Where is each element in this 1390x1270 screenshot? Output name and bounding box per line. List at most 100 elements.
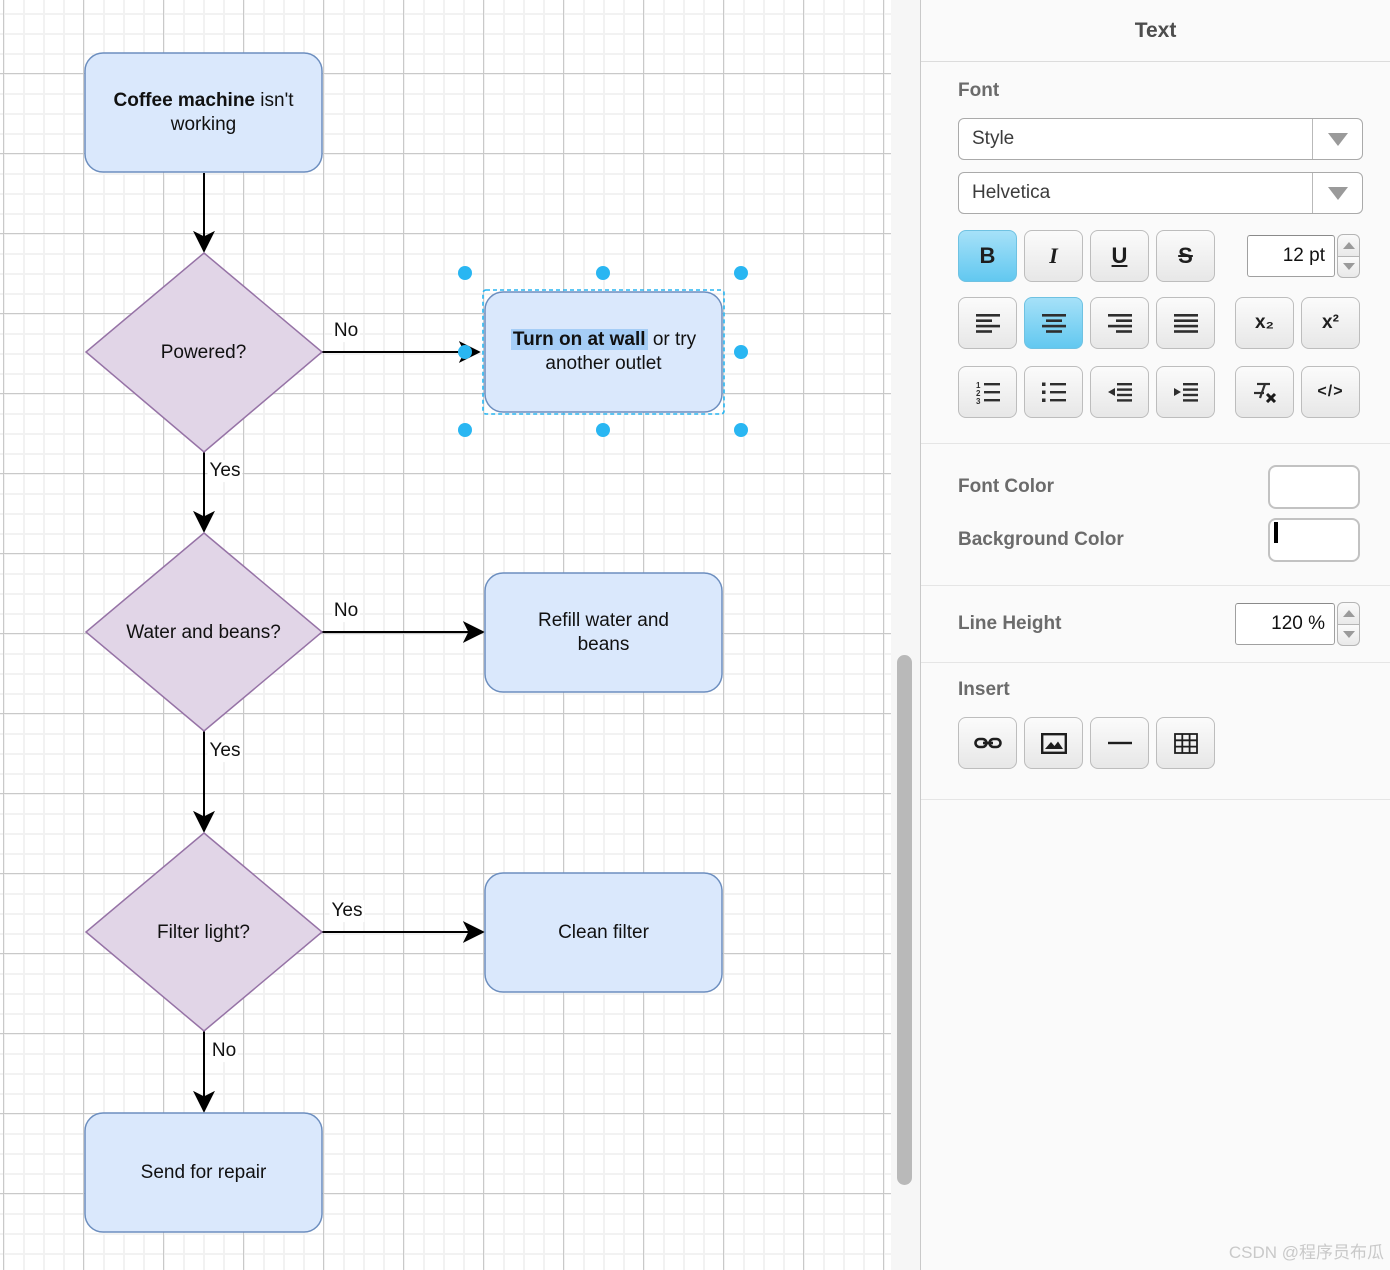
line-height-label: Line Height (958, 613, 1062, 634)
node-refill-shape[interactable] (484, 572, 723, 693)
superscript-button[interactable]: x² (1301, 297, 1360, 349)
node-repair-shape[interactable] (84, 1112, 323, 1233)
outdent-icon (1107, 383, 1132, 402)
strikethrough-button[interactable]: S (1156, 230, 1215, 282)
handle-n[interactable] (596, 266, 610, 280)
background-color-label: Background Color (958, 529, 1124, 550)
edge-label-powered-yes[interactable]: Yes (207, 460, 243, 482)
indent-icon (1173, 383, 1198, 402)
chevron-down-icon (1327, 132, 1348, 146)
clear-formatting-button[interactable] (1235, 366, 1294, 418)
underline-button[interactable]: U (1090, 230, 1149, 282)
bullet-list-button[interactable] (1024, 366, 1083, 418)
flowchart-graphics (84, 52, 748, 1233)
vertical-scrollbar-thumb[interactable] (897, 655, 912, 1185)
svg-text:3: 3 (976, 397, 981, 404)
bullet-list-icon (1041, 382, 1066, 402)
numbered-list-icon: 123 (976, 381, 1000, 404)
font-family-dropdown[interactable]: Helvetica (958, 172, 1363, 214)
edge-label-filter-yes[interactable]: Yes (329, 900, 365, 922)
align-justify-icon (1173, 314, 1198, 333)
tab-text[interactable]: Text (921, 0, 1390, 62)
font-size-stepper (1337, 234, 1360, 278)
node-filter-label[interactable]: Filter light? (157, 921, 250, 943)
align-center-button[interactable] (1024, 297, 1083, 349)
arrow-up-icon (1342, 241, 1355, 249)
node-powered-label[interactable]: Powered? (160, 341, 247, 363)
node-clean-filter-shape[interactable] (484, 872, 723, 993)
handle-s[interactable] (596, 423, 610, 437)
background-color-swatch[interactable] (1268, 518, 1360, 562)
handle-e[interactable] (734, 345, 748, 359)
align-left-button[interactable] (958, 297, 1017, 349)
italic-button[interactable]: I (1024, 230, 1083, 282)
selection-handles (458, 266, 748, 437)
align-left-icon (975, 314, 1000, 333)
node-start-label[interactable]: Coffee machine isn't working (113, 89, 294, 135)
font-size-increase-button[interactable] (1337, 234, 1360, 257)
node-clean-filter-label[interactable]: Clean filter (558, 921, 649, 943)
align-right-icon (1107, 314, 1132, 333)
edge-label-water-yes[interactable]: Yes (207, 740, 243, 762)
subscript-button[interactable]: x₂ (1235, 297, 1294, 349)
edge-label-powered-no[interactable]: No (331, 320, 361, 342)
chevron-down-icon (1327, 186, 1348, 200)
handle-w[interactable] (458, 345, 472, 359)
handle-sw[interactable] (458, 423, 472, 437)
align-right-button[interactable] (1090, 297, 1149, 349)
font-size-decrease-button[interactable] (1337, 256, 1360, 278)
align-justify-button[interactable] (1156, 297, 1215, 349)
node-filter-shape[interactable] (84, 832, 324, 1032)
font-color-swatch[interactable] (1268, 465, 1360, 509)
clear-formatting-icon (1253, 382, 1276, 403)
color-section: Font Color Background Color (921, 444, 1390, 586)
table-icon (1173, 732, 1198, 754)
node-water-label[interactable]: Water and beans? (126, 621, 281, 643)
handle-nw[interactable] (458, 266, 472, 280)
node-water-shape[interactable] (84, 532, 324, 732)
insert-table-button[interactable] (1156, 717, 1215, 769)
font-color-label: Font Color (958, 476, 1055, 497)
indent-button[interactable] (1156, 366, 1215, 418)
handle-se[interactable] (734, 423, 748, 437)
vertical-scrollbar-track[interactable] (891, 0, 920, 1270)
line-height-decrease-button[interactable] (1337, 624, 1360, 646)
insert-horizontal-rule-button[interactable] (1090, 717, 1149, 769)
font-section: Font Style Helvetica B I U S 12 pt (921, 62, 1390, 444)
node-refill-label[interactable]: Refill water and beans (538, 609, 669, 655)
line-height-stepper (1337, 602, 1360, 646)
arrow-down-icon (1342, 263, 1355, 271)
edge-label-water-no[interactable]: No (331, 600, 361, 622)
node-start-shape[interactable] (84, 52, 323, 173)
svg-text:1: 1 (976, 381, 981, 390)
horizontal-rule-icon (1107, 741, 1132, 745)
arrow-up-icon (1342, 609, 1355, 617)
html-code-button[interactable]: </> (1301, 366, 1360, 418)
selected-text: Turn on at wall (510, 329, 648, 351)
line-height-increase-button[interactable] (1337, 602, 1360, 625)
diagram-canvas[interactable]: Coffee machine isn't working Powered? Tu… (0, 0, 891, 1270)
font-size-input[interactable]: 12 pt (1247, 235, 1335, 277)
insert-section: Insert (921, 663, 1390, 800)
image-icon (1040, 732, 1067, 754)
node-turn-on-label[interactable]: Turn on at wall or try another outlet (510, 329, 697, 374)
node-repair-label[interactable]: Send for repair (140, 1161, 267, 1183)
line-height-input[interactable]: 120 % (1235, 603, 1335, 645)
insert-link-button[interactable] (958, 717, 1017, 769)
bold-button[interactable]: B (958, 230, 1017, 282)
insert-section-label: Insert (958, 679, 1010, 700)
selection-outline (482, 289, 725, 415)
edge-label-filter-no[interactable]: No (209, 1040, 239, 1062)
node-powered-shape[interactable] (84, 252, 324, 453)
font-style-dropdown[interactable]: Style (958, 118, 1363, 160)
outdent-button[interactable] (1090, 366, 1149, 418)
handle-ne[interactable] (734, 266, 748, 280)
format-panel: Text Font Style Helvetica B I U S 12 pt (920, 0, 1390, 1270)
arrow-down-icon (1342, 631, 1355, 639)
node-turn-on-shape[interactable] (484, 291, 723, 413)
align-center-icon (1041, 314, 1066, 333)
insert-image-button[interactable] (1024, 717, 1083, 769)
font-section-label: Font (958, 80, 1000, 101)
